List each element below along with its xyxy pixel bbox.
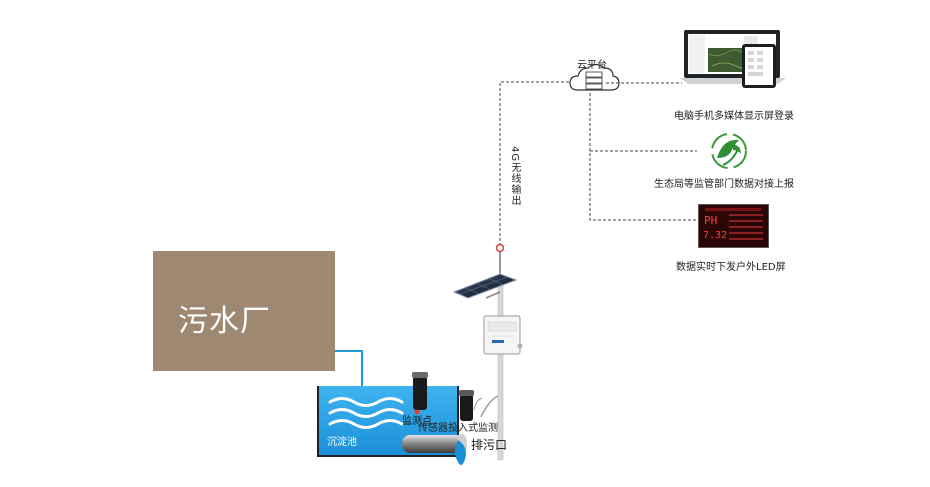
tablet-icon bbox=[742, 44, 776, 88]
sewage-plant-label: 污水厂 bbox=[178, 304, 271, 339]
cloud-server-icon bbox=[569, 63, 620, 91]
led-param-name: PH bbox=[704, 214, 718, 227]
output-label-agency: 生态局等监管部门数据对接上报 bbox=[654, 179, 794, 190]
tank-label: 沉淀池 bbox=[327, 437, 357, 448]
output-label-devices: 电脑手机多媒体显示屏登录 bbox=[674, 111, 794, 122]
led-param-value: 7.32 bbox=[703, 230, 728, 241]
control-box-icon bbox=[483, 315, 523, 355]
sewage-plant-block bbox=[153, 251, 335, 371]
cloud-branch-trunk bbox=[589, 93, 697, 221]
4g-output-label: 4G无线输出 bbox=[509, 146, 520, 207]
factory-to-tank-pipe bbox=[330, 350, 363, 388]
led-row-line bbox=[729, 220, 763, 222]
led-row-line bbox=[729, 214, 763, 216]
sensor-probe-icon bbox=[459, 390, 474, 421]
probe-in-tank-icon bbox=[412, 372, 428, 415]
environmental-agency-logo-icon bbox=[711, 133, 747, 169]
outlet-label: 排污口 bbox=[471, 438, 508, 452]
cloud-platform-label: 云平台 bbox=[577, 60, 607, 71]
led-row-line bbox=[729, 238, 763, 240]
output-label-led: 数据实时下发户外LED屏 bbox=[676, 262, 786, 273]
led-header-bar bbox=[705, 208, 761, 211]
signal-node-icon bbox=[495, 243, 505, 253]
led-row-line bbox=[729, 232, 763, 234]
monitor-point-label: 监测点 bbox=[402, 416, 432, 427]
solar-panel-icon bbox=[452, 273, 518, 299]
led-screen: PH 7.32 bbox=[698, 204, 769, 248]
led-row-line bbox=[729, 226, 763, 228]
outlet-pipe bbox=[402, 434, 467, 465]
sensor-mode-label: 传感器投入式监测 bbox=[418, 423, 498, 434]
